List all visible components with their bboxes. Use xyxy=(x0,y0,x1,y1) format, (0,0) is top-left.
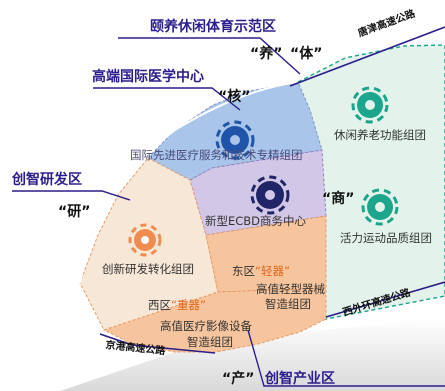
road-line-tangjin xyxy=(289,26,445,87)
zone-label-innovation: 创新研发转化组团 xyxy=(102,262,194,276)
zone-east-label-2: 智造组团 xyxy=(265,297,311,311)
quote-core: “核” xyxy=(218,89,251,105)
leader-industry-area xyxy=(247,329,445,387)
sports-icon xyxy=(361,188,399,226)
quote-nurture: “养” xyxy=(250,46,283,62)
zone-east xyxy=(205,215,327,293)
zone-east-prefix: 东区 xyxy=(232,264,255,278)
innovation-icon xyxy=(128,223,162,257)
title-industry-area: 创智产业区 xyxy=(265,371,335,387)
zone-label-ecbd: 新型ECBD商务中心 xyxy=(205,214,307,228)
leader-research-area xyxy=(12,190,131,201)
floor-shadow xyxy=(60,318,445,391)
leader-leisure-demo xyxy=(118,37,301,75)
road-line-xiwaihuan xyxy=(325,281,445,318)
zone-label-sports-quality: 活力运动品质组团 xyxy=(340,231,432,245)
outer-arc-boundary xyxy=(79,81,299,284)
title-medical-center: 高端国际医学中心 xyxy=(92,69,204,85)
zone-west-label-1: 高值医疗影像设备 xyxy=(160,319,252,333)
ecbd-icon xyxy=(250,175,290,215)
medical-icon xyxy=(215,120,255,160)
quote-research: “研” xyxy=(58,204,91,220)
quote-production: “产” xyxy=(222,371,255,387)
title-leisure-demo: 颐养休闲体育示范区 xyxy=(150,19,276,35)
zone-label-elderly-care: 休闲养老功能组团 xyxy=(334,128,426,142)
title-research-area: 创智研发区 xyxy=(12,172,82,188)
zone-east-label-1: 高值轻型器械 xyxy=(256,282,325,296)
quote-commerce: “商” xyxy=(322,191,355,207)
zone-west xyxy=(102,287,327,353)
zone-west-heading: 西区“重器” xyxy=(148,298,206,312)
zone-west-prefix: 西区 xyxy=(148,298,171,312)
zone-west-tag: “重器” xyxy=(171,298,206,312)
zone-label-intl-medical: 国际先进医疗服务和技术专精组团 xyxy=(130,148,303,162)
quote-sport: “体” xyxy=(290,46,323,62)
leader-medical-center xyxy=(93,87,241,111)
zone-west-label-2: 智造组团 xyxy=(187,335,233,349)
road-line-jinggang xyxy=(99,333,133,346)
road-line-jinggang-2 xyxy=(131,344,216,354)
zone-east-heading: 东区“轻器” xyxy=(232,264,290,278)
leisure-icon xyxy=(351,86,389,124)
zone-east-tag: “轻器” xyxy=(255,264,290,278)
